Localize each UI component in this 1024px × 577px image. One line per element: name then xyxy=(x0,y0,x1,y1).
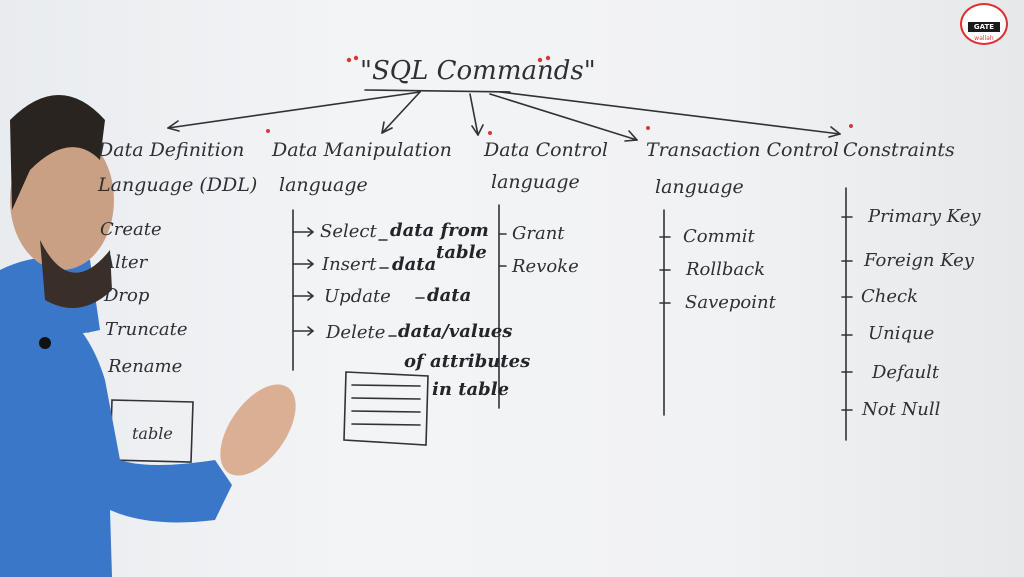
channel-logo: GATE wallah xyxy=(960,3,1008,45)
arrow-ddl xyxy=(167,91,421,129)
channel-logo-subtext: wallah xyxy=(974,35,994,42)
dcl-item-grant: Grant xyxy=(512,223,565,244)
constraint-default: Default xyxy=(872,362,940,383)
note-insert: data xyxy=(392,254,437,275)
arrowhead-dcl xyxy=(471,124,484,136)
ddl-item-alter: Alter xyxy=(102,252,148,273)
heading-dcl-line2: language xyxy=(491,171,580,193)
note-select-table: table xyxy=(436,242,487,263)
constraint-check: Check xyxy=(861,286,919,307)
ddl-item-create: Create xyxy=(100,219,162,240)
ddl-item-rename: Rename xyxy=(108,356,183,377)
note-update: data xyxy=(427,285,472,306)
root-line xyxy=(364,89,511,93)
presenter xyxy=(0,95,296,577)
tcl-item-commit: Commit xyxy=(683,226,755,247)
constraint-not-null: Not Null xyxy=(862,399,941,420)
heading-ddl-line1: Data Definition xyxy=(98,139,245,161)
arrowhead-dml xyxy=(381,121,393,134)
ddl-item-truncate: Truncate xyxy=(105,319,188,340)
arrow-dcl xyxy=(469,93,479,136)
arrow-dml xyxy=(381,91,421,134)
arrowhead-tcl xyxy=(624,130,638,142)
constraint-unique: Unique xyxy=(868,323,935,344)
dml-item-update: Update xyxy=(324,286,391,307)
heading-tcl-line1: Transaction Control xyxy=(646,139,839,161)
note-delete-3: in table xyxy=(432,379,510,400)
note-select: data from xyxy=(390,220,489,241)
heading-ddl-line2: Language (DDL) xyxy=(98,174,258,196)
arrow-tcl xyxy=(489,93,638,141)
dcl-item-revoke: Revoke xyxy=(512,256,579,277)
note-delete-1: data/values xyxy=(398,321,513,342)
heading-tcl-line2: language xyxy=(655,176,744,198)
table-sketch xyxy=(343,371,429,446)
constraint-foreign-key: Foreign Key xyxy=(864,250,974,271)
tcl-item-savepoint: Savepoint xyxy=(685,292,776,313)
tcl-item-rollback: Rollback xyxy=(686,259,766,280)
channel-logo-text: GATE xyxy=(973,23,995,31)
arrowhead-constraints xyxy=(828,126,841,138)
arrowhead-ddl xyxy=(167,120,180,132)
arrow-constraints xyxy=(499,91,841,135)
ddl-item-drop: Drop xyxy=(104,285,150,306)
heading-dcl-line1: Data Control xyxy=(484,139,609,161)
dml-item-delete: Delete xyxy=(326,322,386,343)
heading-dml-line1: Data Manipulation xyxy=(272,139,452,161)
note-delete-2: of attributes xyxy=(404,351,531,372)
heading-constraints: Constraints xyxy=(843,139,955,161)
constraint-primary-key: Primary Key xyxy=(868,206,981,227)
dml-item-insert: Insert xyxy=(322,254,377,275)
table-box-label: table xyxy=(132,424,173,443)
heading-dml-line2: language xyxy=(279,174,368,196)
dml-item-select: Select xyxy=(320,221,377,242)
page-title: "SQL Commands" xyxy=(360,56,596,86)
